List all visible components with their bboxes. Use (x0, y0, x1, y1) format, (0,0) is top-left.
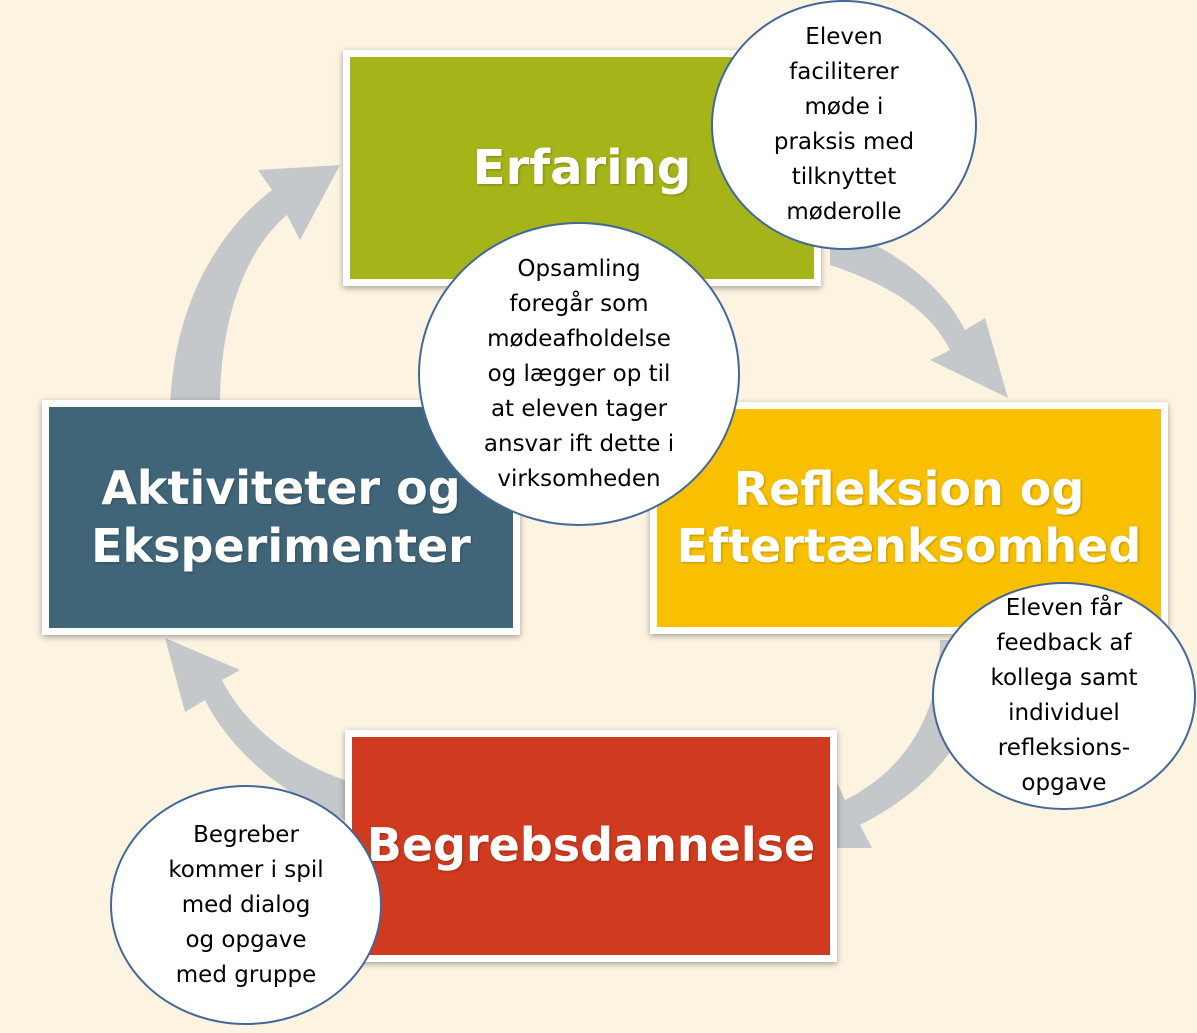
bubble-erfaring-note: Eleven faciliterer møde i praksis med ti… (711, 0, 977, 250)
bubble-center-note: Opsamling foregår som mødeafholdelse og … (418, 222, 740, 526)
arrow-aktiviteter-to-erfaring (170, 165, 340, 405)
bubble-begreb-text: Begreber kommer i spil med dialog og opg… (168, 821, 324, 988)
bubble-erfaring-text: Eleven faciliterer møde i praksis med ti… (773, 24, 915, 225)
stage-begrebsdannelse: Begrebsdannelse (345, 730, 837, 962)
stage-aktiviteter: Aktiviteter og Eksperimenter (42, 400, 520, 635)
arrow-erfaring-to-refleksion (830, 225, 1008, 398)
bubble-begreb-note: Begreber kommer i spil med dialog og opg… (110, 785, 382, 1025)
stage-aktiviteter-label: Aktiviteter og Eksperimenter (91, 461, 471, 573)
stage-refleksion-label: Refleksion og Eftertænksomhed (676, 461, 1142, 574)
arrow-begreb-to-aktiviteter (165, 638, 345, 820)
bubble-center-text: Opsamling foregår som mødeafholdelse og … (483, 255, 675, 492)
stage-erfaring-label: Erfaring (472, 140, 692, 196)
bubble-refleksion-note: Eleven får feedback af kollega samt indi… (932, 582, 1196, 810)
stage-begrebsdannelse-label: Begrebsdannelse (366, 818, 816, 873)
bubble-refleksion-text: Eleven får feedback af kollega samt indi… (990, 595, 1138, 796)
